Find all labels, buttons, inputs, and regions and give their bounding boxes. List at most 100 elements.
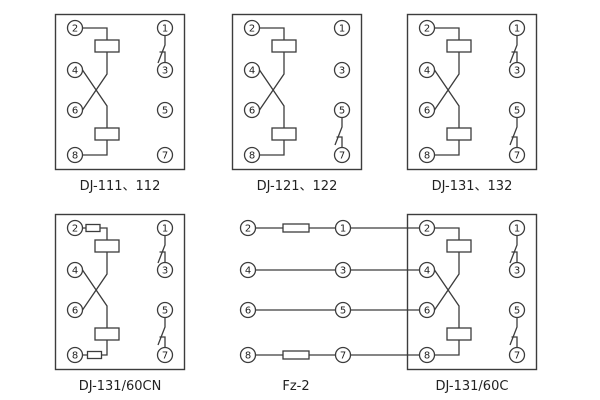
terminal-4: 4: [66, 61, 84, 79]
terminal-circle: [239, 346, 257, 364]
diagram-label-dj-131-60c: DJ-131/60C: [436, 379, 509, 394]
terminal-circle: [333, 146, 351, 164]
terminal-circle: [418, 346, 436, 364]
terminal-circle: [243, 19, 261, 37]
terminal-1: 1: [333, 19, 351, 37]
terminal-circle: [508, 61, 526, 79]
terminal-number: 5: [339, 106, 345, 117]
terminal-number: 6: [424, 106, 430, 117]
terminal-number: 8: [72, 351, 78, 362]
terminal-number: 3: [514, 266, 520, 277]
terminal-number: 4: [424, 66, 430, 77]
terminal-number: 6: [424, 306, 430, 317]
terminal-number: 5: [514, 106, 520, 117]
terminal-number: 7: [162, 151, 168, 162]
terminal-number: 1: [162, 24, 168, 35]
coil-circuit-wires: [433, 227, 460, 356]
terminal-number: 8: [249, 151, 255, 162]
coil-upper: [94, 39, 120, 53]
terminal-number: 1: [340, 224, 346, 235]
terminal-number: 8: [72, 151, 78, 162]
terminal-number: 4: [72, 66, 78, 77]
terminal-number: 5: [162, 306, 168, 317]
terminal-number: 3: [340, 266, 346, 277]
coil-lower: [446, 327, 472, 341]
terminal-circle: [334, 219, 352, 237]
coil-upper: [446, 39, 472, 53]
coil-circuit-wires: [81, 27, 108, 156]
terminal-circle: [418, 61, 436, 79]
terminal-number: 7: [339, 151, 345, 162]
resistor-row-4: [282, 350, 310, 360]
terminal-circle: [66, 346, 84, 364]
terminal-circle: [243, 61, 261, 79]
terminal-number: 7: [514, 351, 520, 362]
relay-case-outline: [406, 13, 538, 171]
terminal-6: 6: [243, 101, 261, 119]
terminal-number: 5: [514, 306, 520, 317]
terminal-2: 2: [66, 19, 84, 37]
terminal-8: 8: [66, 346, 84, 364]
coil-circuit-wires: [258, 27, 285, 156]
terminal-circle: [239, 261, 257, 279]
terminal-circle: [418, 101, 436, 119]
terminal-circle: [333, 19, 351, 37]
terminal-number: 6: [72, 306, 78, 317]
contact-1-3: [157, 235, 166, 264]
terminal-circle: [156, 301, 174, 319]
contact-5-7: [334, 117, 343, 148]
terminal-3: 3: [156, 61, 174, 79]
terminal-2: 2: [239, 219, 257, 237]
link-wires: [255, 227, 336, 356]
terminal-circle: [243, 101, 261, 119]
terminal-2: 2: [243, 19, 261, 37]
terminal-1: 1: [334, 219, 352, 237]
terminal-number: 7: [340, 351, 346, 362]
contact-1-3: [509, 235, 518, 264]
terminal-4: 4: [243, 61, 261, 79]
terminal-3: 3: [508, 261, 526, 279]
terminal-circle: [156, 146, 174, 164]
terminal-7: 7: [156, 146, 174, 164]
terminal-circle: [508, 346, 526, 364]
terminal-circle: [156, 19, 174, 37]
terminal-6: 6: [418, 101, 436, 119]
interconnect-wires-to-dj-131-60c: [350, 227, 420, 356]
terminal-5: 5: [156, 101, 174, 119]
coil-lower: [94, 327, 120, 341]
terminal-3: 3: [156, 261, 174, 279]
terminal-number: 1: [339, 24, 345, 35]
terminal-number: 3: [514, 66, 520, 77]
relay-case-outline: [231, 13, 363, 171]
contact-1-3: [509, 35, 518, 64]
terminal-circle: [156, 219, 174, 237]
terminal-number: 3: [339, 66, 345, 77]
terminal-number: 6: [249, 106, 255, 117]
terminal-number: 8: [424, 151, 430, 162]
terminal-number: 1: [514, 24, 520, 35]
coil-circuit-wires: [81, 227, 108, 356]
contact-5-7: [509, 117, 518, 148]
terminal-4: 4: [66, 261, 84, 279]
contact-5-7: [509, 317, 518, 348]
terminal-circle: [156, 61, 174, 79]
terminal-number: 2: [424, 24, 430, 35]
coil-lower: [271, 127, 297, 141]
terminal-number: 1: [162, 224, 168, 235]
diagram-dj-131-60cn: 2 4 6 8 1 3 5 7: [54, 213, 186, 371]
diagram-label-fz-2: Fz-2: [282, 379, 309, 394]
terminal-circle: [418, 301, 436, 319]
terminal-circle: [508, 261, 526, 279]
terminal-7: 7: [508, 146, 526, 164]
terminal-number: 4: [249, 66, 255, 77]
terminal-circle: [508, 19, 526, 37]
terminal-number: 3: [162, 66, 168, 77]
resistor-terminal-2: [85, 223, 101, 233]
terminal-7: 7: [156, 346, 174, 364]
terminal-3: 3: [508, 61, 526, 79]
diagram-dj-131-132: 2 4 6 8 1 3 5 7: [406, 13, 538, 171]
terminal-7: 7: [334, 346, 352, 364]
relay-case-outline: [54, 13, 186, 171]
terminal-7: 7: [333, 146, 351, 164]
